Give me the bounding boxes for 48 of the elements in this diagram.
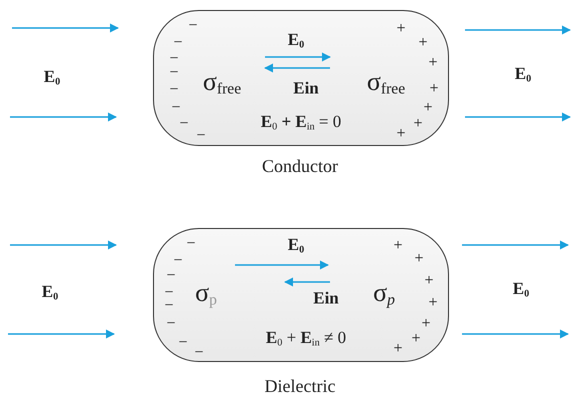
minus-sign: −: [166, 268, 176, 284]
field-label: E$_{0}$: [44, 68, 60, 88]
minus-sign: −: [173, 35, 183, 51]
plus-sign: +: [423, 100, 433, 116]
rounded-box: [153, 228, 449, 362]
minus-sign: −: [194, 345, 204, 361]
minus-sign: −: [186, 236, 196, 252]
field-label: Ein: [313, 290, 339, 306]
charge-density-label: σ$_{p}$: [195, 280, 217, 308]
minus-sign: −: [164, 285, 174, 301]
charge-density-label: σ$_{p}$: [373, 280, 395, 308]
node-label: Conductor: [262, 157, 338, 175]
minus-sign: −: [169, 51, 179, 67]
minus-sign: −: [173, 253, 183, 269]
plus-sign: +: [428, 55, 438, 71]
plus-sign: +: [413, 116, 423, 132]
field-label: E$_{0}$: [512, 280, 530, 300]
plus-sign: +: [396, 21, 406, 37]
field-label: Ein: [293, 80, 319, 96]
minus-sign: −: [196, 128, 206, 144]
field-equation: E$_{0}$ + E$_{in}$ ≠ 0: [266, 329, 346, 349]
field-label: E$_{0}$: [288, 31, 304, 51]
charge-density-label: σ$_{free}$: [366, 68, 406, 98]
plus-sign: +: [414, 251, 424, 267]
plus-sign: +: [424, 273, 434, 289]
field-label: E$_{0}$: [288, 236, 304, 256]
plus-sign: +: [393, 238, 403, 254]
minus-sign: −: [169, 65, 179, 81]
plus-sign: +: [393, 341, 403, 357]
plus-sign: +: [411, 331, 421, 347]
minus-sign: −: [166, 316, 176, 332]
plus-sign: +: [429, 81, 439, 97]
node-label: Dielectric: [264, 377, 336, 395]
field-label: E$_{0}$: [514, 65, 532, 85]
field-equation: E$_{0}$ + E$_{in}$ = 0: [260, 113, 342, 133]
field-label: E$_{0}$: [42, 283, 58, 303]
minus-sign: −: [169, 82, 179, 98]
plus-sign: +: [428, 295, 438, 311]
minus-sign: −: [178, 335, 188, 351]
minus-sign: −: [171, 100, 181, 116]
minus-sign: −: [188, 18, 198, 34]
rounded-box: [153, 10, 449, 146]
plus-sign: +: [418, 35, 428, 51]
plus-sign: +: [421, 316, 431, 332]
minus-sign: −: [164, 298, 174, 314]
minus-sign: −: [179, 116, 189, 132]
plus-sign: +: [396, 126, 406, 142]
charge-density-label: σ$_{free}$: [202, 68, 242, 98]
